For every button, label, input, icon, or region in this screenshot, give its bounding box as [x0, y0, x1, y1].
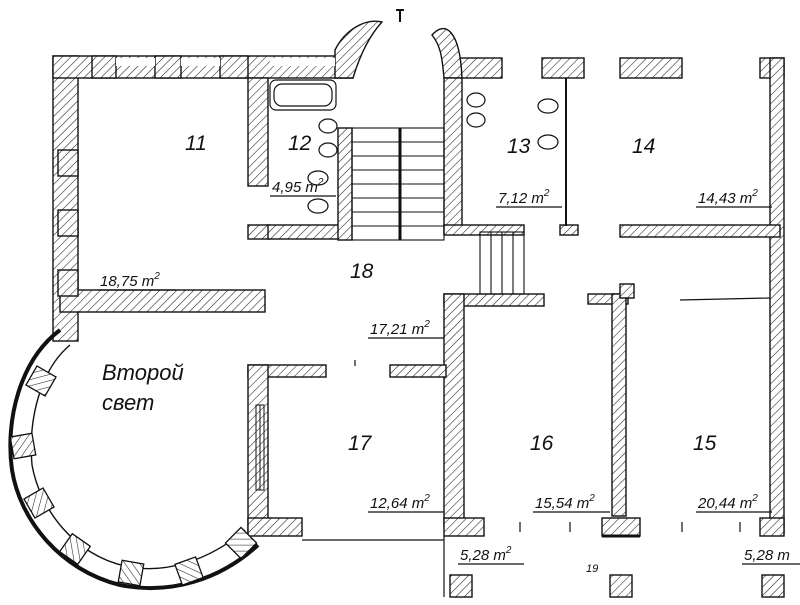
bathtub-icon — [269, 79, 337, 111]
balcony-number: 19 — [586, 563, 598, 575]
area-16: 15,54 m2 — [533, 493, 610, 513]
sink-icon — [318, 92, 486, 158]
room-labels: 11 12 13 14 15 16 17 18 — [185, 132, 717, 455]
svg-text:17,21 m2: 17,21 m2 — [370, 319, 430, 338]
window-gaps — [116, 58, 335, 66]
toilet-icon — [307, 78, 567, 226]
area-labels: 18,75 m2 4,95 m2 7,12 m2 14,43 m2 17,21 … — [98, 177, 800, 565]
window-17 — [255, 404, 265, 491]
svg-text:5,28 m2: 5,28 m2 — [460, 545, 512, 564]
room-17-number: 17 — [348, 432, 373, 455]
room-12-number: 12 — [288, 132, 312, 155]
svg-text:18,75 m2: 18,75 m2 — [100, 271, 160, 290]
svg-text:7,12 m2: 7,12 m2 — [498, 188, 550, 207]
room-13-number: 13 — [507, 135, 531, 158]
area-15: 20,44 m2 — [696, 493, 772, 513]
partitions — [302, 297, 771, 597]
svg-text:4,95 m2: 4,95 m2 — [272, 177, 324, 196]
bay-wall — [8, 328, 260, 590]
area-balcony-right: 5,28 m — [742, 547, 800, 565]
area-13: 7,12 m2 — [496, 188, 562, 208]
room-11-number: 11 — [185, 132, 207, 155]
room-15-number: 15 — [693, 432, 717, 455]
second-light-line1: Второй — [102, 360, 184, 385]
area-balcony-left: 5,28 m2 — [458, 545, 524, 565]
room-18-number: 18 — [350, 260, 374, 283]
second-light-line2: свет — [102, 390, 154, 415]
area-18: 17,21 m2 — [368, 319, 444, 339]
area-14: 14,43 m2 — [696, 188, 772, 208]
svg-text:12,64 m2: 12,64 m2 — [370, 493, 430, 512]
area-11: 18,75 m2 — [98, 271, 176, 291]
area-12: 4,95 m2 — [270, 177, 336, 197]
second-light-label: Второй свет — [102, 360, 184, 415]
svg-text:14,43 m2: 14,43 m2 — [698, 188, 758, 207]
svg-text:5,28 m: 5,28 m — [744, 547, 790, 564]
room-14-number: 14 — [632, 135, 655, 158]
staircase — [351, 9, 525, 295]
room-16-number: 16 — [530, 432, 554, 455]
area-17: 12,64 m2 — [368, 493, 444, 513]
svg-text:20,44 m2: 20,44 m2 — [697, 493, 758, 512]
svg-text:15,54 m2: 15,54 m2 — [535, 493, 595, 512]
